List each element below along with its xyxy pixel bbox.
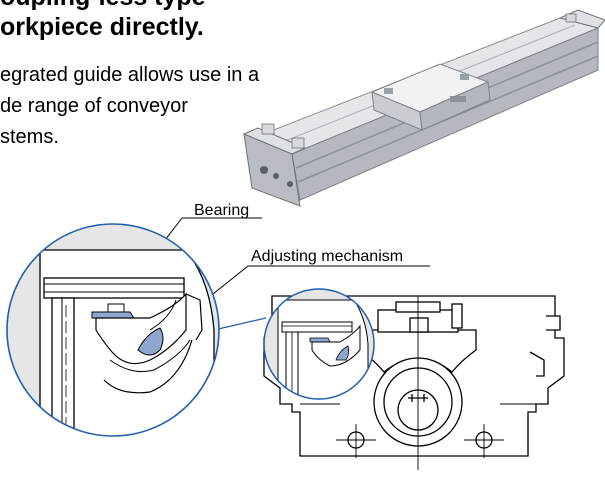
description-line-1: egrated guide allows use in a <box>0 64 260 86</box>
heading-line-2: orkpiece directly. <box>0 13 204 41</box>
heading: oupling-less type orkpiece directly. <box>0 0 360 42</box>
heading-line-1: oupling-less type <box>0 0 360 12</box>
product-image <box>242 9 605 207</box>
bearing-label: Bearing <box>194 202 250 219</box>
adjusting-mechanism-label: Adjusting mechanism <box>251 248 404 265</box>
description: egrated guide allows use in a de range o… <box>0 60 340 153</box>
center-lines <box>300 296 540 470</box>
magnifier-ring <box>6 223 220 437</box>
description-line-2: de range of conveyor <box>0 95 188 117</box>
small-magnifier-ring <box>263 288 375 400</box>
magnified-detail <box>7 224 219 436</box>
cross-section <box>263 295 565 457</box>
small-detail <box>264 289 374 399</box>
description-line-3: stems. <box>0 126 59 148</box>
